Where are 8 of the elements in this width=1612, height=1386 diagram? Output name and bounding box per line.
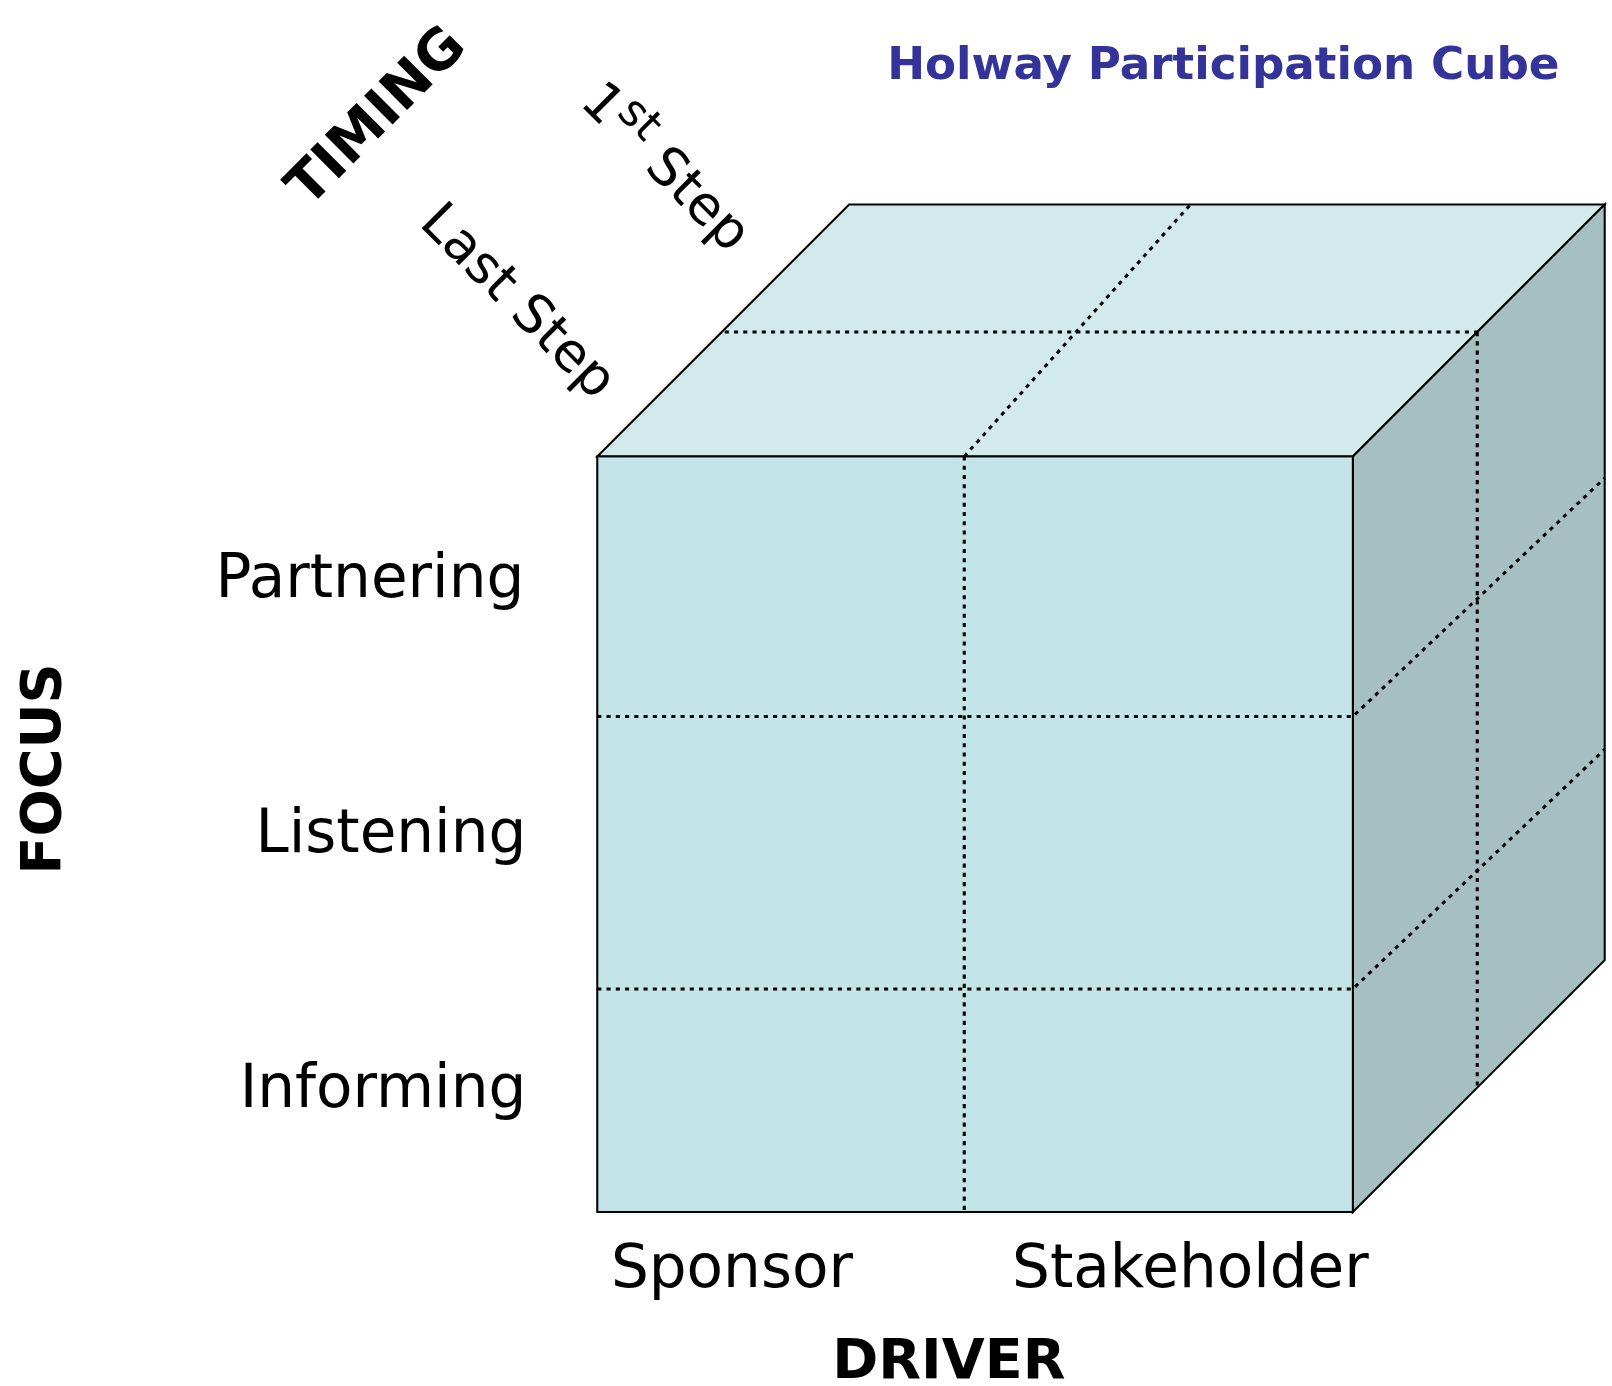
axis-label: Stakeholder	[1012, 1234, 1369, 1301]
axis-label: Listening	[255, 799, 527, 866]
axis-title: FOCUS	[10, 663, 72, 875]
axis-label: Sponsor	[610, 1234, 853, 1301]
axis-label: Partnering	[215, 544, 525, 611]
diagram-title: Holway Participation Cube	[887, 38, 1560, 89]
axis-title: DRIVER	[832, 1328, 1066, 1386]
axis-label: Informing	[239, 1054, 527, 1121]
